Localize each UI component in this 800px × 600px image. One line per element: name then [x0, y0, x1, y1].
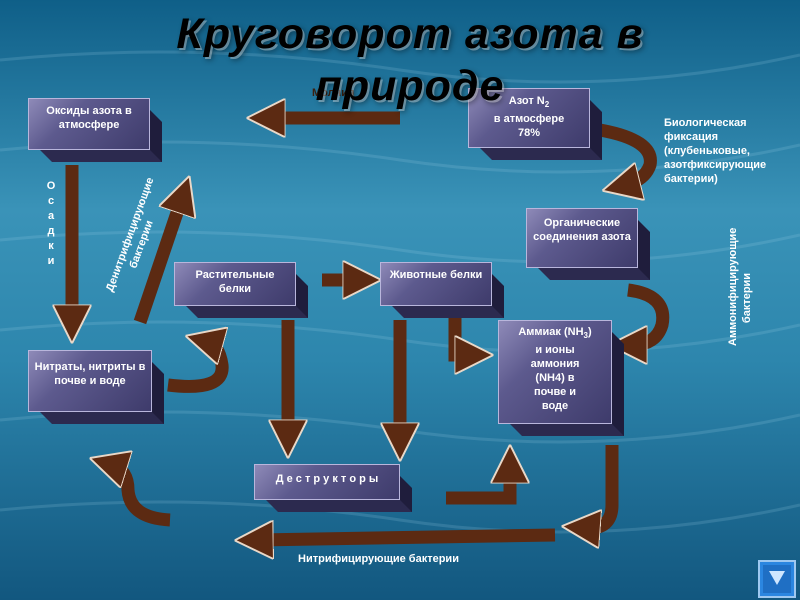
box-ammonia-line1: Аммиак (NH — [518, 326, 584, 338]
box-plant-label: Растительные белки — [195, 269, 275, 295]
box-n2-sub: 2 — [544, 100, 550, 110]
box-organic-label: Органические соединения азота — [533, 217, 631, 243]
arrow-to-nitrates — [112, 465, 171, 527]
box-animal-proteins: Животные белки — [380, 262, 504, 318]
box-decomposers: Д е с т р у к т о р ы — [254, 464, 412, 512]
box-n2-line1: Азот N — [508, 95, 545, 107]
down-arrow-icon[interactable] — [758, 560, 796, 598]
box-nitrates-label: Нитраты, нитриты в почве и воде — [34, 361, 146, 387]
box-atmospheric-nitrogen: Азот N2 в атмосфере 78% — [468, 88, 602, 160]
arrow-ammonifying — [628, 283, 670, 345]
box-nitrogen-oxides: Оксиды азота в атмосфере — [28, 98, 162, 162]
label-ammonifying: Аммонифицирующие бактерии — [727, 227, 753, 346]
label-precipitation: Осадки — [45, 180, 57, 270]
box-nitrogen-oxides-label: Оксиды азота в атмосфере — [46, 105, 132, 131]
label-lightning: Молния — [312, 87, 355, 99]
arrow-ammonia-nitrifying — [585, 445, 619, 528]
box-n2-line2: в атмосфере — [493, 113, 565, 126]
label-nitrifying: Нитрифицирующие бактерии — [298, 553, 459, 565]
box-organic-compounds: Органические соединения азота — [526, 208, 650, 280]
arrow-denitrifying — [133, 198, 182, 325]
box-ammonia-sub: 3 — [583, 331, 588, 341]
box-animal-label: Животные белки — [389, 269, 483, 281]
box-decomposers-label: Д е с т р у к т о р ы — [275, 473, 379, 485]
arrow-animal-ammonia — [448, 318, 470, 355]
page-title: Круговорот азота в природе — [176, 10, 644, 110]
box-ammonia-line1-end: ) — [588, 326, 592, 338]
arrow-decomposers-ammonia — [446, 468, 510, 505]
box-ammonia-rest: и ионы аммония (NH4) в почве и воде — [530, 344, 580, 413]
box-nitrates: Нитраты, нитриты в почве и воде — [28, 350, 164, 424]
box-plant-proteins: Растительные белки — [174, 262, 308, 318]
label-bio-fixation: Биологическая фиксация (клубеньковые, аз… — [664, 117, 767, 185]
arrow-nitrifying — [258, 535, 556, 540]
box-n2-line3: 78% — [517, 127, 541, 140]
arrow-bio-fixation — [598, 123, 657, 185]
box-ammonia: Аммиак (NH3) и ионы аммония (NH4) в почв… — [498, 320, 624, 436]
arrow-nitrates-plant — [167, 342, 229, 393]
